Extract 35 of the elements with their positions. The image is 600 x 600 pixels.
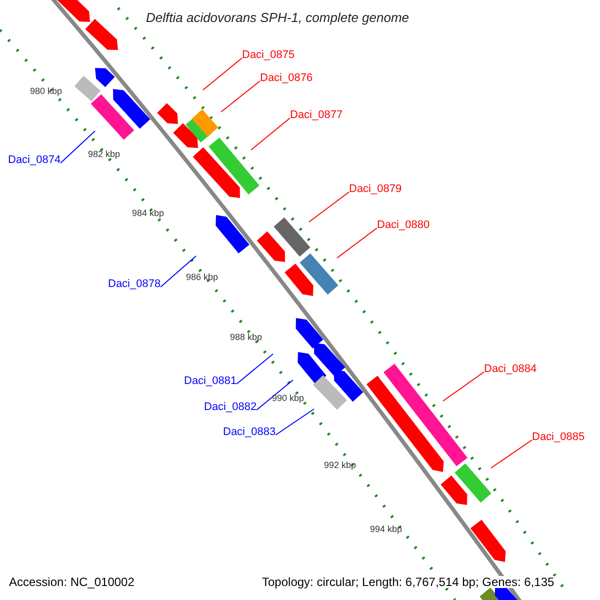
- scale-label: 994 kbp: [370, 525, 402, 534]
- leader-line: [250, 118, 290, 150]
- scale-label: 988 kbp: [230, 333, 262, 342]
- leader-line: [275, 408, 314, 436]
- leader-line: [220, 80, 260, 112]
- gene-label: Daci_0877: [290, 110, 343, 121]
- gene-label: Daci_0879: [349, 184, 402, 195]
- genome-title: Delftia acidovorans SPH-1, complete genome: [146, 11, 410, 24]
- gene-label: Daci_0875: [242, 50, 295, 61]
- gene-label: Daci_0884: [484, 364, 537, 375]
- scale-label: 990 kbp: [272, 394, 304, 403]
- leader-line: [60, 130, 96, 164]
- scale-label: 980 kbp: [30, 87, 62, 96]
- leader-line: [490, 440, 532, 468]
- scale-label: 992 kbp: [324, 461, 356, 470]
- gene-label: Daci_0880: [377, 220, 430, 231]
- leader-line: [336, 228, 378, 258]
- leader-line: [308, 192, 350, 222]
- gene-label: Daci_0876: [260, 73, 313, 84]
- genome-summary: Topology: circular; Length: 6,767,514 bp; Genes: 6,135: [262, 576, 554, 588]
- leader-line: [256, 380, 294, 410]
- scale-label: 986 kbp: [186, 273, 218, 282]
- gene-label: Daci_0874: [8, 155, 61, 166]
- gene-label: Daci_0881: [184, 376, 237, 387]
- leader-line: [236, 354, 274, 384]
- leader-line: [442, 372, 484, 402]
- gene-label: Daci_0882: [204, 402, 257, 413]
- gene-label: Daci_0878: [108, 279, 161, 290]
- gene-label: Daci_0885: [532, 432, 585, 443]
- leader-line: [202, 58, 242, 90]
- accession-text: Accession: NC_010002: [9, 576, 134, 588]
- scale-label: 984 kbp: [132, 209, 164, 218]
- gene-label: Daci_0883: [223, 427, 276, 438]
- leader-line: [160, 256, 196, 288]
- scale-label: 982 kbp: [88, 150, 120, 159]
